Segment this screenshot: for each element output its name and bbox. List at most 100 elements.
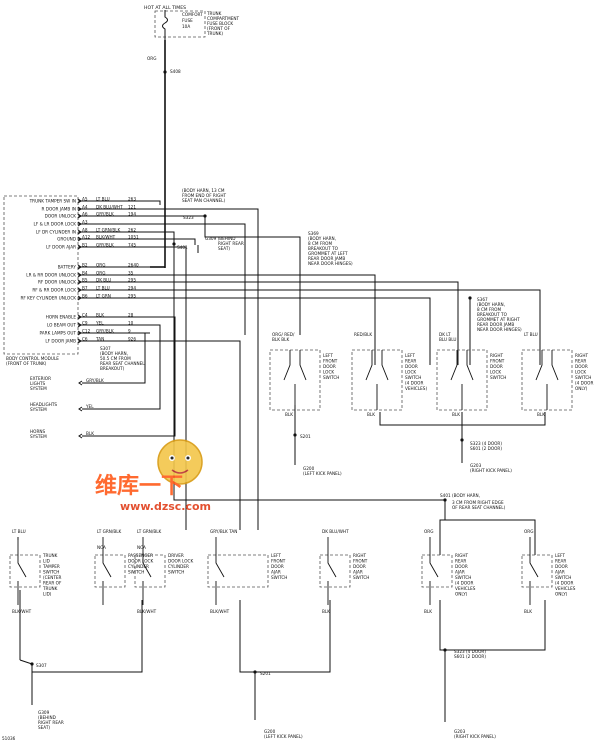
g309-note-3: SEAT) [218,246,230,251]
connector-arrow [77,206,82,212]
fuse-block-4: (FRONT OF [207,26,231,31]
bcm-row-pin: A12 [82,234,91,239]
s369-4: BREAKOUT TO [308,246,339,251]
switch-wires: RED/BLK [354,332,372,337]
watermark: 维库一下 www.dzsc.com [95,439,211,513]
switch-name: SWITCH [490,375,506,380]
s323b-2: S601 (2 DOOR) [470,446,502,451]
switch-name: VEHICLES) [405,386,427,391]
bcm-row-pin: B7 [82,285,88,290]
bcm-row-label: RF KEY CYLINDER UNLOCK [21,296,77,301]
bcm-row-wire: ORG [96,270,105,275]
g309b-4: SEAT) [38,725,50,730]
s401b-2: 3 CM FROM RIGHT EDGE [452,500,504,505]
connector-arrow [77,236,82,242]
connector-arrow [77,272,82,278]
switch-name: REAR [555,559,566,564]
bcm-row-label: LO BEAM OUT [47,323,76,328]
switch-name: FRONT [490,359,505,364]
switch-outline [521,554,553,588]
s307-1: S307 [100,346,111,351]
s369-2: (BODY HARN, [308,236,336,241]
switch-name: DOOR [575,364,588,369]
bcm-row-pin: A8 [82,227,88,232]
s201-a: S201 [300,434,311,439]
g203a-1: G203 [470,463,482,468]
switch-name: VEHICLES [555,586,576,591]
switch-name: LEFT [555,553,565,558]
bcm-row-label: RF & RR DOOR LOCK [32,288,76,293]
fuse-block-5: TRUNK) [206,31,223,36]
switch-name: TRUNK [42,553,58,558]
switch-name: DOOR [353,564,366,569]
switch-contacts [17,537,27,605]
switch-name: LID [43,559,50,564]
switch-name: LEFT [323,353,333,358]
switch-contacts [327,537,337,605]
switch-gnd: BLK [285,412,293,417]
switch-name: DOOR [490,364,503,369]
harn-top-3: SEAT PAN CHANNEL) [182,198,225,203]
switch-out: BLK/WHT [137,609,157,614]
switch-name: FRONT [353,559,368,564]
switch-outline [421,554,453,588]
bcm-row-ckt: 295 [128,277,136,282]
switch-name: DOOR [405,364,418,369]
bcm-row-pin: C9 [82,320,88,325]
bcm-row-wire: DK BLU [96,277,111,282]
gry-blk-ajar-wire [150,246,187,530]
bcm-row-wire: GRY/BLK [96,211,114,216]
fuse-name-3: 10A [182,24,190,29]
switch-name: LOCK [405,370,416,375]
system-name: SYSTEM [30,434,47,439]
switch-name: FRONT [271,559,286,564]
switch-name: SWITCH [43,570,59,575]
switch-outline [134,554,166,588]
switch-name: LID) [43,592,52,597]
switch-name: DRIVER [168,553,184,558]
switch-wire: LT BLU [12,529,26,534]
bcm-row-label: BATTERY [58,265,77,270]
bcm-row-label: LR & RR DOOR UNLOCK [26,273,76,278]
hot-label: HOT AT ALL TIMES [144,5,186,11]
switch-outline [94,554,126,588]
bcm-row-label: R DOOR JAMB IN [41,207,76,212]
s367-2: (BODY HARN, [477,302,505,307]
connector-arrow [77,279,82,285]
bcm-row-wire: BLK/WHT [96,234,116,239]
bcm-row-wire: LT BLU [96,285,110,290]
g200b-2: (LEFT KICK PANEL) [264,734,303,739]
switch-name: (CENTER [43,575,62,580]
s369-3: 8 CM FROM [308,241,332,246]
system-name: EXTERIOR [30,376,51,381]
switch-name: SWITCH [555,575,571,580]
switch-name: VEHICLES [455,586,476,591]
switch-name: (4 DOOR [555,581,573,586]
switch-name: REAR [575,359,586,364]
switch-out: BLK [524,609,532,614]
switch-wire: GRY/BLK TAN [210,529,237,534]
system-wire: YEL [85,404,94,409]
connector-arrow [77,314,82,320]
fuse-block-1: TRUNK [206,11,222,16]
switch-wires: ORG/ RED/ [272,332,295,337]
s307-5: BREAKOUT) [100,366,125,371]
switch-name: FRONT [323,359,338,364]
switch-name: (4 DOOR [455,581,473,586]
bcm-row-ckt: 1051 [128,234,139,239]
switch-contacts [142,537,152,605]
s307-2: (BODY HARN, [100,351,128,356]
bcm-row-ckt: 262 [128,227,136,232]
bcm-row-ckt: 121 [128,204,136,209]
switch-name: TRUNK [42,586,58,591]
s367-6: REAR DOOR JAMB [477,322,514,327]
switch-gnd: BLK [452,412,460,417]
